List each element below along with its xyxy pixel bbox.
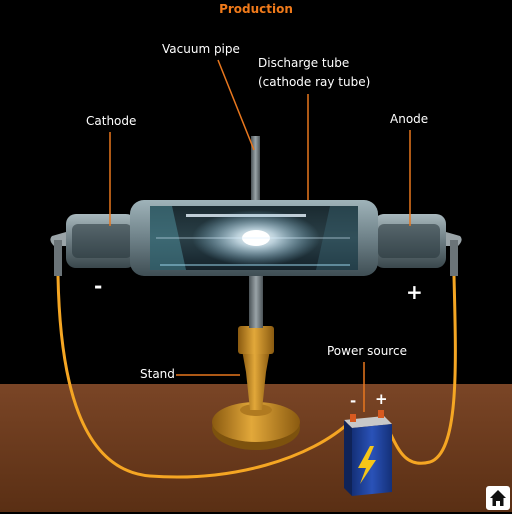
positive-wire (380, 275, 457, 465)
cathode-label: Cathode (86, 114, 137, 128)
battery-minus-sign: - (350, 392, 357, 410)
leader-lines (109, 59, 411, 412)
power-source-label: Power source (327, 344, 407, 358)
negative-wire (56, 275, 354, 479)
vacuum-pipe-label: Vacuum pipe (162, 42, 240, 56)
discharge-tube (130, 200, 378, 276)
anode-label: Anode (390, 112, 429, 126)
cathode-negative-sign: - (94, 274, 103, 298)
anode-cap (374, 214, 446, 268)
anode-positive-sign: + (406, 280, 423, 304)
battery-plus-sign: + (375, 390, 388, 408)
home-icon (490, 490, 506, 506)
stand (212, 268, 300, 450)
diagram-title: Production (219, 2, 293, 16)
cathode-cap (66, 214, 136, 268)
home-button[interactable] (486, 486, 510, 510)
discharge-tube-label: Discharge tube (258, 56, 350, 70)
stand-label: Stand (140, 367, 175, 381)
discharge-tube-sublabel: (cathode ray tube) (258, 75, 371, 89)
lightning-bolt-icon (358, 446, 376, 484)
vacuum-pipe (251, 136, 260, 202)
